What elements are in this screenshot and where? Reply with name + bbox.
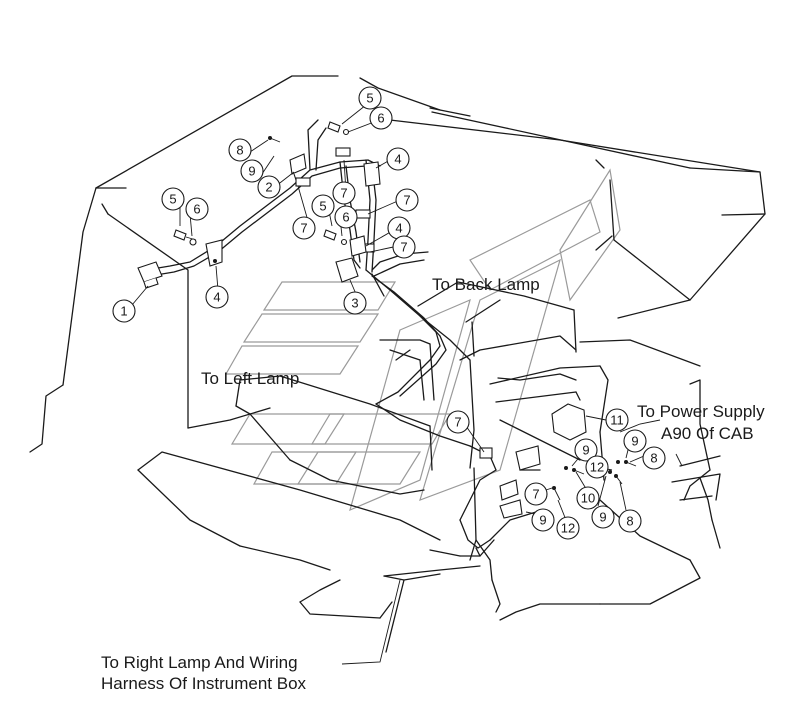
callout-3: 3 [343, 291, 367, 315]
callout-9: 9 [574, 438, 598, 462]
callout-5: 5 [161, 187, 185, 211]
label-power-supply-1: To Power Supply [637, 402, 765, 421]
callout-6: 6 [185, 197, 209, 221]
svg-text:7: 7 [300, 221, 307, 236]
callout-7: 7 [392, 235, 416, 259]
svg-text:7: 7 [340, 186, 347, 201]
callout-8: 8 [618, 509, 642, 533]
callout-6: 6 [334, 205, 358, 229]
label-back-lamp: To Back Lamp [432, 275, 540, 294]
callout-12: 12 [585, 455, 609, 479]
callout-9: 9 [623, 429, 647, 453]
svg-text:8: 8 [650, 451, 657, 466]
callout-6: 6 [369, 106, 393, 130]
clamps-7 [295, 147, 493, 459]
switch-box [499, 403, 637, 519]
bolt-5-top [327, 121, 350, 136]
svg-text:11: 11 [610, 413, 624, 428]
svg-text:8: 8 [626, 514, 633, 529]
callout-4: 4 [205, 285, 229, 309]
svg-text:9: 9 [582, 443, 589, 458]
svg-text:12: 12 [561, 521, 575, 536]
callout-7: 7 [524, 482, 548, 506]
callout-9: 9 [531, 508, 555, 532]
callout-7: 7 [395, 188, 419, 212]
svg-text:1: 1 [120, 304, 127, 319]
svg-text:12: 12 [590, 460, 604, 475]
callout-7: 7 [446, 410, 470, 434]
label-right-lamp-1: To Right Lamp And Wiring [101, 653, 298, 672]
svg-text:6: 6 [377, 111, 384, 126]
svg-text:4: 4 [213, 290, 220, 305]
callout-7: 7 [332, 181, 356, 205]
screw-8-top [268, 136, 281, 143]
callout-5: 5 [358, 86, 382, 110]
svg-text:5: 5 [366, 91, 373, 106]
svg-text:9: 9 [631, 434, 638, 449]
callout-7: 7 [292, 216, 316, 240]
svg-text:7: 7 [532, 487, 539, 502]
svg-text:4: 4 [395, 221, 402, 236]
callout-5: 5 [311, 194, 335, 218]
label-power-supply-2: A90 Of CAB [661, 424, 754, 443]
svg-text:9: 9 [599, 510, 606, 525]
callout-4: 4 [386, 147, 410, 171]
connector-3 [335, 257, 359, 283]
watermark-logo [224, 168, 621, 512]
svg-text:7: 7 [454, 415, 461, 430]
svg-text:5: 5 [169, 192, 176, 207]
clamp-4-left [205, 239, 223, 267]
svg-text:6: 6 [342, 210, 349, 225]
bolt-5-mid [323, 229, 348, 246]
callout-8: 8 [642, 446, 666, 470]
washer-6-left [189, 238, 197, 246]
svg-text:8: 8 [236, 143, 243, 158]
callout-2: 2 [257, 175, 281, 199]
callout-1: 1 [112, 299, 136, 323]
svg-text:9: 9 [248, 164, 255, 179]
callout-4: 4 [387, 216, 411, 240]
callout-12: 12 [556, 516, 580, 540]
callout-8: 8 [228, 138, 252, 162]
svg-text:2: 2 [265, 180, 272, 195]
svg-text:6: 6 [193, 202, 200, 217]
callout-10: 10 [576, 486, 600, 510]
svg-text:4: 4 [394, 152, 401, 167]
callout-9: 9 [240, 159, 264, 183]
svg-text:5: 5 [319, 199, 326, 214]
svg-text:7: 7 [403, 193, 410, 208]
callout-11: 11 [605, 408, 629, 432]
svg-text:9: 9 [539, 513, 546, 528]
svg-text:3: 3 [351, 296, 358, 311]
label-left-lamp: To Left Lamp [201, 369, 299, 388]
connector-1 [137, 261, 163, 289]
svg-text:7: 7 [400, 240, 407, 255]
label-right-lamp-2: Harness Of Instrument Box [101, 674, 307, 693]
cab-body [29, 75, 766, 653]
svg-text:10: 10 [581, 491, 595, 506]
callout-9: 9 [591, 505, 615, 529]
